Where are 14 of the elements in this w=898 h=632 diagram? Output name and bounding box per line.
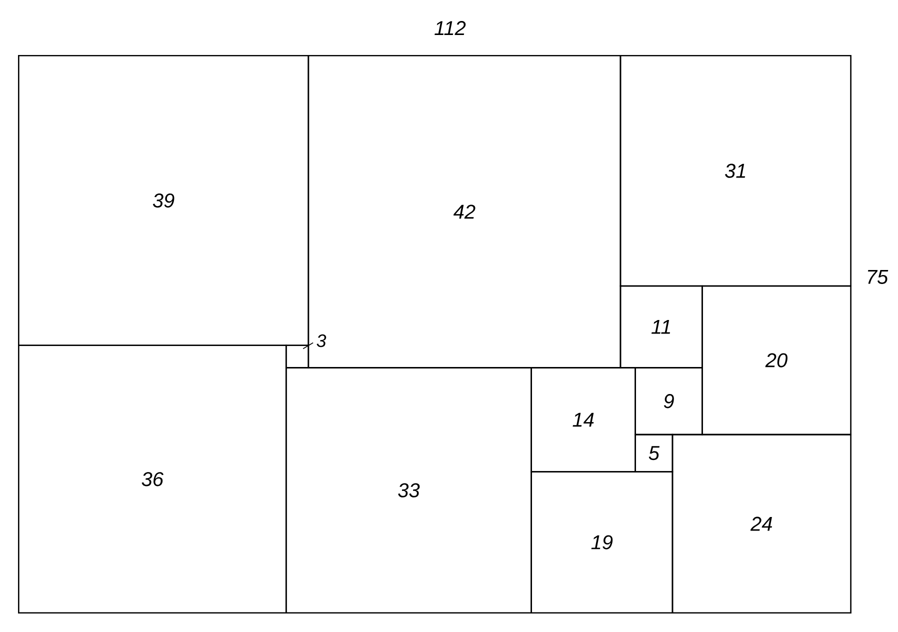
dimension-label: 112 bbox=[434, 21, 466, 35]
small-square bbox=[285, 344, 310, 368]
square: 33 bbox=[285, 367, 532, 614]
square: 5 bbox=[634, 434, 674, 472]
square: 36 bbox=[18, 344, 287, 614]
square: 20 bbox=[702, 285, 852, 436]
square: 19 bbox=[530, 471, 674, 614]
square: 9 bbox=[634, 367, 703, 436]
dimension-label: 75 bbox=[868, 270, 888, 284]
square: 31 bbox=[620, 55, 852, 287]
square: 14 bbox=[530, 367, 636, 472]
square: 39 bbox=[18, 55, 310, 346]
square: 11 bbox=[620, 285, 703, 368]
square: 24 bbox=[672, 434, 852, 614]
